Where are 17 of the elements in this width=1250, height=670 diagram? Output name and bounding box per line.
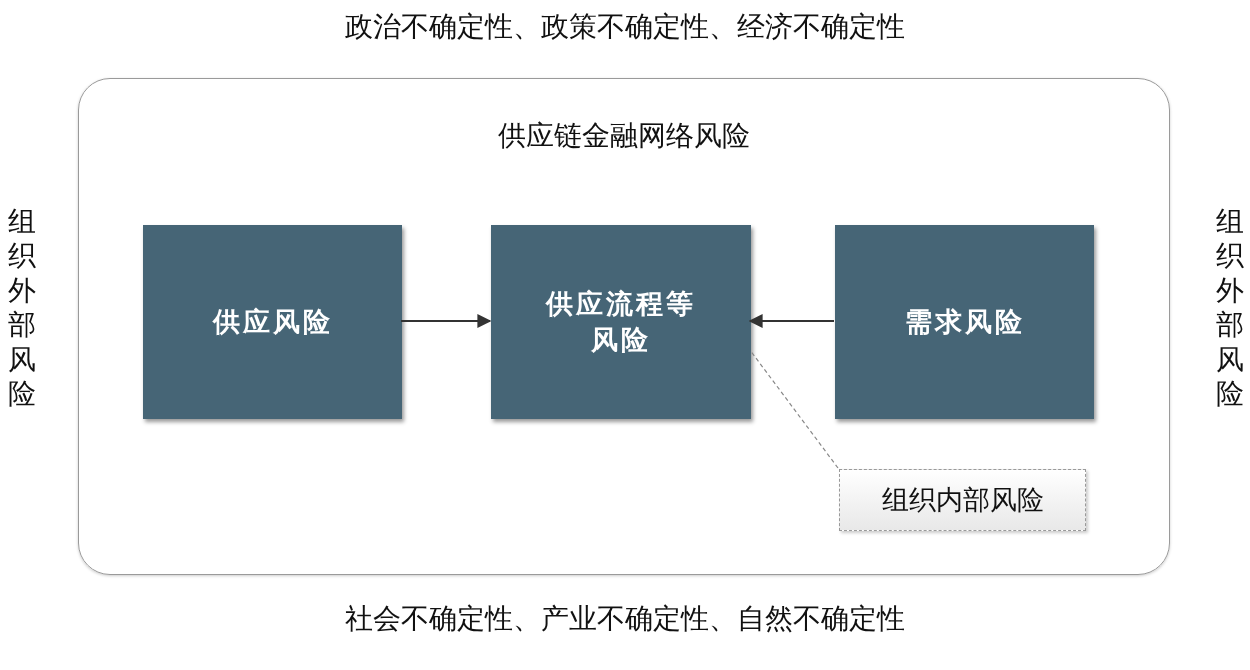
frame-title: 供应链金融网络风险 — [497, 118, 751, 154]
box-label: 供应风险 — [211, 304, 334, 339]
risk-box — [491, 225, 751, 419]
risk-box — [143, 225, 402, 419]
callout-label: 组织内部风险 — [881, 483, 1044, 517]
leader-line — [749, 349, 839, 469]
callout-box — [839, 469, 1086, 531]
side-label: 组织外部风险 — [8, 205, 36, 412]
box-label: 供应流程等风险 — [546, 286, 696, 357]
risk-box — [835, 225, 1094, 419]
uncertainty-label: 社会不确定性、产业不确定性、自然不确定性 — [345, 601, 905, 637]
side-label: 组织外部风险 — [1216, 205, 1244, 412]
uncertainty-label: 政治不确定性、政策不确定性、经济不确定性 — [345, 9, 905, 45]
box-label: 需求风险 — [903, 304, 1026, 339]
network-frame — [78, 78, 1170, 575]
arrow — [400, 314, 492, 328]
arrow — [748, 314, 835, 328]
